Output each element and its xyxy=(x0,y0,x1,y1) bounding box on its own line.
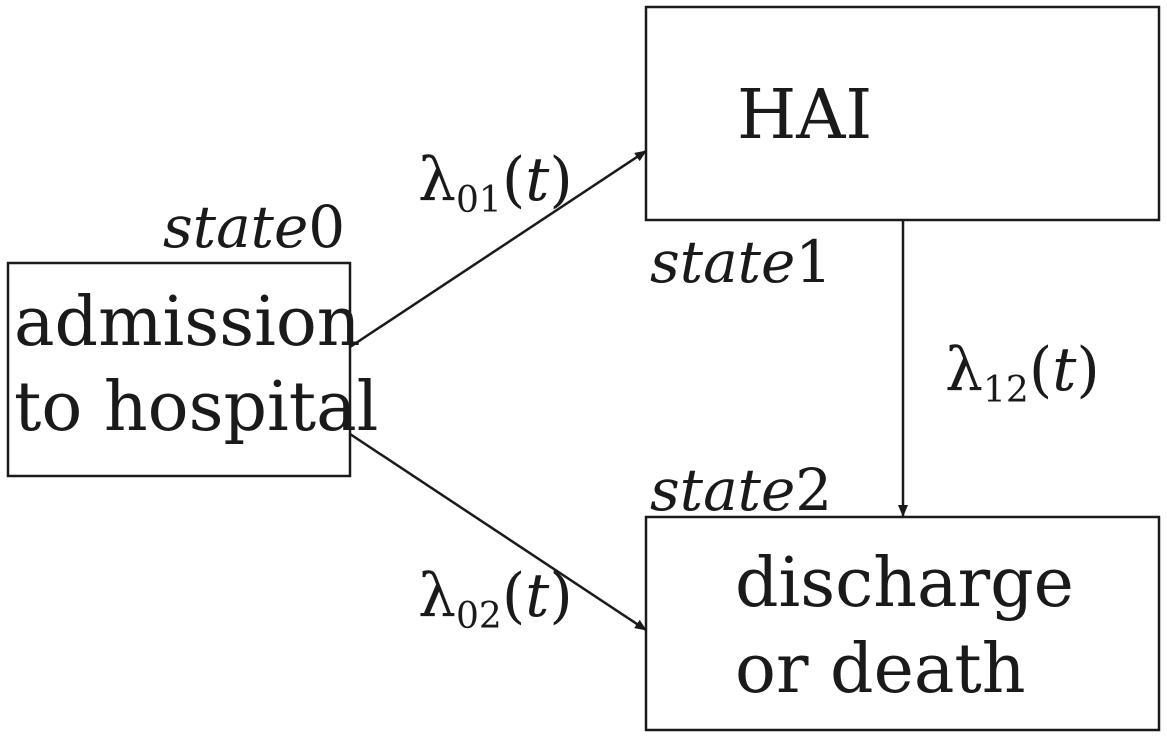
state1-label: state1 xyxy=(650,228,832,296)
state0-label-word: state xyxy=(163,193,308,261)
state0-line1: admission xyxy=(14,283,361,362)
rate-12-symbol: λ xyxy=(945,335,983,405)
state0-label: state0 xyxy=(163,193,345,261)
rate-label-12: λ12(t) xyxy=(945,335,1100,411)
state2-line2: or death xyxy=(735,630,1026,709)
arrow-state0-to-state2 xyxy=(349,432,647,632)
state1-label-word: state xyxy=(650,228,795,296)
state2-label-number: 2 xyxy=(795,456,832,524)
state2-box xyxy=(644,515,1161,732)
state2-label-word: state xyxy=(650,456,795,524)
state0-box xyxy=(6,261,352,478)
state1-line1: HAI xyxy=(737,76,872,155)
rate-02-argument: t xyxy=(525,561,550,631)
state2-label: state2 xyxy=(650,456,832,524)
rate-01-subscript: 01 xyxy=(456,180,502,221)
rate-01-symbol: λ xyxy=(418,145,456,215)
rate-12-argument: t xyxy=(1052,335,1077,405)
rate-01-argument: t xyxy=(525,145,550,215)
state2-line1: discharge xyxy=(735,544,1074,623)
state0-line2: to hospital xyxy=(14,368,378,447)
state0-label-number: 0 xyxy=(308,193,345,261)
rate-02-subscript: 02 xyxy=(456,596,502,637)
arrow-state0-to-state1 xyxy=(349,149,647,349)
state1-label-number: 1 xyxy=(795,228,832,296)
rate-label-02: λ02(t) xyxy=(418,561,573,637)
rate-02-symbol: λ xyxy=(418,561,456,631)
rate-12-subscript: 12 xyxy=(983,370,1029,411)
state1-box xyxy=(644,5,1161,222)
rate-label-01: λ01(t) xyxy=(418,145,573,221)
